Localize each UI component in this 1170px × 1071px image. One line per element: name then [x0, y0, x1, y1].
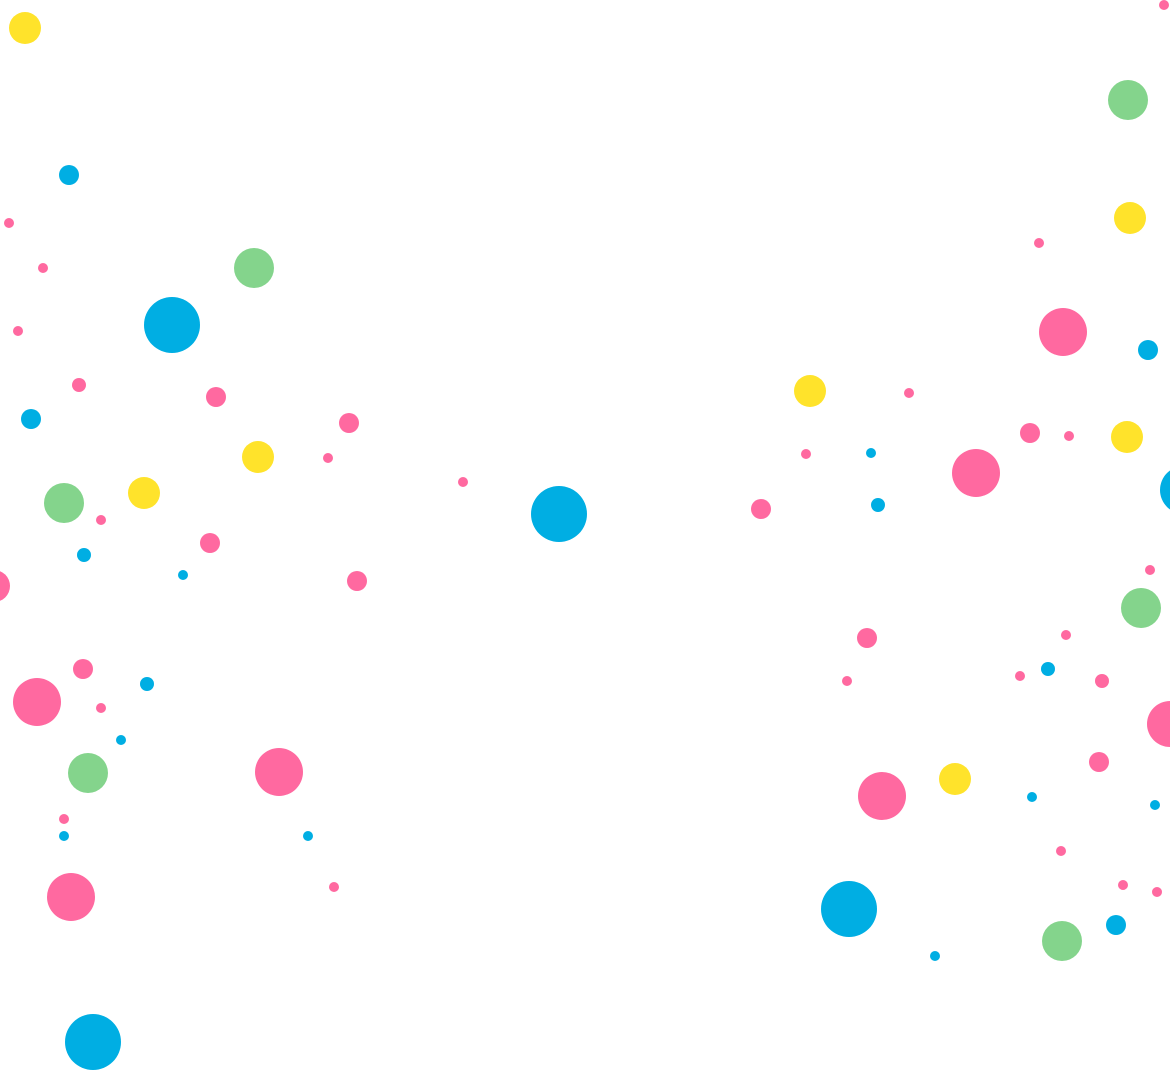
pink-dot [1152, 887, 1162, 897]
pink-dot [1095, 674, 1109, 688]
blue-dot [1150, 800, 1160, 810]
green-dot [1108, 80, 1148, 120]
pink-dot [952, 449, 1000, 497]
green-dot [44, 483, 84, 523]
pink-dot [347, 571, 367, 591]
pink-dot [458, 477, 468, 487]
pink-dot [751, 499, 771, 519]
green-dot [68, 753, 108, 793]
blue-dot [303, 831, 313, 841]
yellow-dot [128, 477, 160, 509]
blue-dot [59, 165, 79, 185]
blue-dot [140, 677, 154, 691]
yellow-dot [939, 763, 971, 795]
pink-dot [1039, 308, 1087, 356]
pink-dot [1056, 846, 1066, 856]
pink-dot [255, 748, 303, 796]
yellow-dot [794, 375, 826, 407]
pink-dot [206, 387, 226, 407]
pink-dot [858, 772, 906, 820]
pink-dot [904, 388, 914, 398]
yellow-dot [242, 441, 274, 473]
blue-dot [178, 570, 188, 580]
pink-dot [47, 873, 95, 921]
pink-dot [59, 814, 69, 824]
green-dot [1042, 921, 1082, 961]
pink-dot [1015, 671, 1025, 681]
pink-dot [1061, 630, 1071, 640]
yellow-dot [1111, 421, 1143, 453]
green-dot [1121, 588, 1161, 628]
pink-dot [842, 676, 852, 686]
pink-dot [0, 571, 10, 601]
pink-dot [72, 378, 86, 392]
blue-dot [1138, 340, 1158, 360]
blue-dot [531, 486, 587, 542]
blue-dot [59, 831, 69, 841]
blue-dot [821, 881, 877, 937]
blue-dot [871, 498, 885, 512]
pink-dot [200, 533, 220, 553]
pink-dot [339, 413, 359, 433]
pink-dot [1064, 431, 1074, 441]
blue-dot [21, 409, 41, 429]
pink-dot [13, 326, 23, 336]
blue-dot [1106, 915, 1126, 935]
blue-dot [866, 448, 876, 458]
blue-dot [144, 297, 200, 353]
pink-dot [1147, 701, 1170, 747]
green-dot [234, 248, 274, 288]
blue-dot [930, 951, 940, 961]
pink-dot [4, 218, 14, 228]
pink-dot [857, 628, 877, 648]
blue-dot [77, 548, 91, 562]
yellow-dot [9, 12, 41, 44]
blue-dot [1027, 792, 1037, 802]
pink-dot [329, 882, 339, 892]
pink-dot [13, 678, 61, 726]
pink-dot [1145, 565, 1155, 575]
pink-dot [1020, 423, 1040, 443]
blue-dot [65, 1014, 121, 1070]
pink-dot [96, 703, 106, 713]
pink-dot [38, 263, 48, 273]
pink-dot [73, 659, 93, 679]
blue-dot [116, 735, 126, 745]
pink-dot [323, 453, 333, 463]
pink-dot [1118, 880, 1128, 890]
pink-dot [1089, 752, 1109, 772]
blue-dot [1160, 470, 1170, 510]
pink-dot [96, 515, 106, 525]
pink-dot [1159, 0, 1169, 10]
pink-dot [801, 449, 811, 459]
blue-dot [1041, 662, 1055, 676]
pink-dot [1034, 238, 1044, 248]
yellow-dot [1114, 202, 1146, 234]
